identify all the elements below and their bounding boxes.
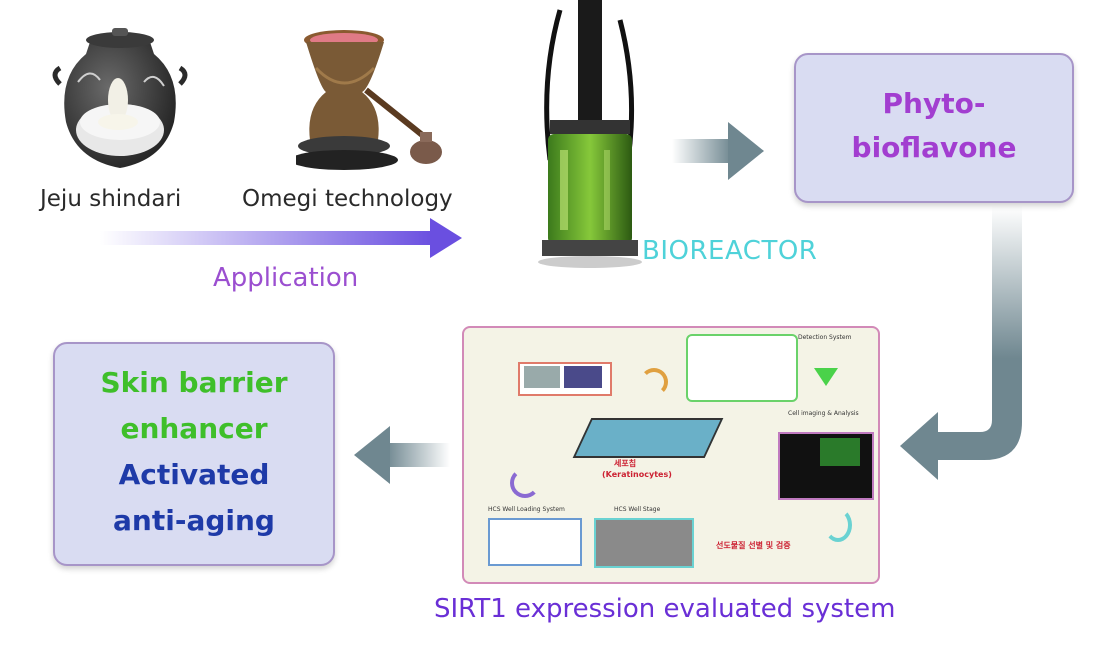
panel-arrow-orange <box>640 368 668 396</box>
detection-system-label: Detection System <box>798 334 852 341</box>
arrow-to-sirt1 <box>900 206 1022 480</box>
jeju-shindari-label: Jeju shindari <box>40 186 182 212</box>
arrow-to-skin <box>354 426 450 484</box>
keratinocytes-en-label: (Keratinocytes) <box>602 470 672 479</box>
skin-barrier-box: Skin barrier enhancer Activated anti-agi… <box>53 342 335 566</box>
arrow-to-phyto <box>672 122 764 180</box>
phyto-line-2: bioflavone <box>851 131 1017 164</box>
cell-imaging-green <box>820 438 860 466</box>
sirt1-system-label: SIRT1 expression evaluated system <box>434 594 896 624</box>
keratinocytes-ko-label: 세포칩 <box>614 459 637 468</box>
device-thumb-1 <box>524 366 560 388</box>
skin-line-2: enhancer <box>120 412 268 445</box>
keratinocytes-chip <box>572 418 724 458</box>
bioreactor-label: BIOREACTOR <box>642 236 818 266</box>
result-label: 선도물질 선별 및 검증 <box>716 541 791 550</box>
panel-arrow-green <box>814 368 838 386</box>
phyto-bioflavone-box: Phyto- bioflavone <box>794 53 1074 203</box>
jeju-shindari-jar-image <box>52 28 188 168</box>
hcs-stage-image <box>594 518 694 568</box>
application-arrow <box>100 218 462 258</box>
hcs-loading-image <box>488 518 582 566</box>
panel-arrow-purple <box>510 468 540 498</box>
application-label: Application <box>213 263 359 293</box>
device-thumb-2 <box>564 366 602 388</box>
hcs-loading-label: HCS Well Loading System <box>488 506 565 513</box>
omegi-technology-label: Omegi technology <box>242 186 453 212</box>
sirt1-system-panel: Detection System Cell imaging & Analysis… <box>462 326 880 584</box>
bioreactor-image <box>538 0 642 268</box>
skin-line-3: Activated <box>118 458 270 491</box>
skin-line-4: anti-aging <box>113 504 275 537</box>
skin-line-1: Skin barrier <box>100 366 288 399</box>
hcs-stage-label: HCS Well Stage <box>614 506 661 513</box>
panel-arrow-cyan <box>824 508 852 542</box>
omegi-pot-image <box>296 30 442 170</box>
cell-imaging-label: Cell imaging & Analysis <box>788 410 859 417</box>
phyto-line-1: Phyto- <box>882 87 986 120</box>
detection-system-image <box>686 334 798 402</box>
